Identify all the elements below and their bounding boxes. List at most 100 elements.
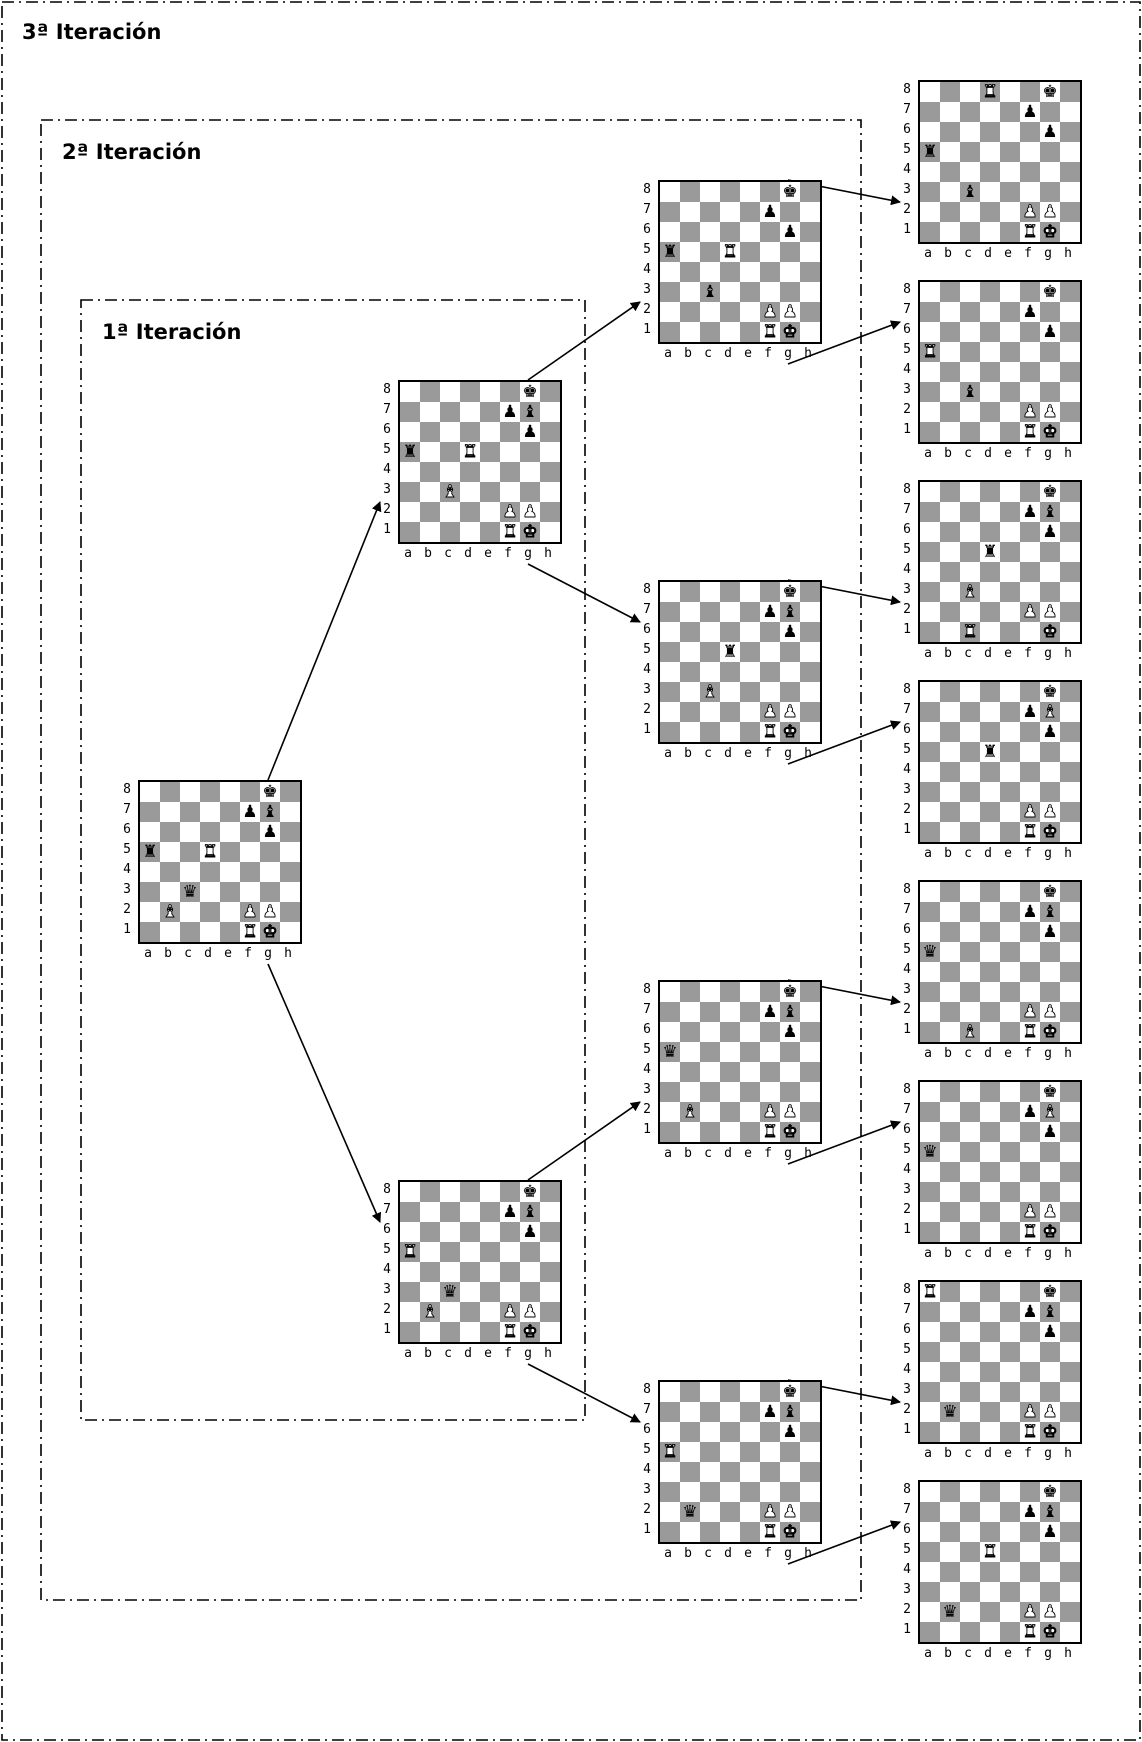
rank-label: 1 xyxy=(643,722,651,737)
chess-piece: ♜ xyxy=(402,442,418,462)
board-square xyxy=(760,1442,780,1462)
board-square xyxy=(920,1082,940,1102)
file-label: f xyxy=(1024,1646,1032,1661)
board-square xyxy=(700,662,720,682)
board-square xyxy=(1060,942,1080,962)
board-square xyxy=(460,422,480,442)
chess-piece: ♛ xyxy=(682,1502,698,1522)
board-square xyxy=(660,1042,680,1062)
board-square xyxy=(680,202,700,222)
board-square xyxy=(980,1162,1000,1182)
board-square xyxy=(1000,602,1020,622)
board-square xyxy=(920,162,940,182)
chess-piece: ♚ xyxy=(1042,682,1058,702)
board-square xyxy=(760,1422,780,1442)
board-square xyxy=(980,1362,1000,1382)
board-square xyxy=(940,782,960,802)
board-square xyxy=(1060,202,1080,222)
board-square xyxy=(1040,1142,1060,1162)
board-square xyxy=(1040,1502,1060,1522)
board-square xyxy=(680,1382,700,1402)
board-grid: ♚♟♝♟♜♛♟♟♜♚ xyxy=(658,1380,822,1544)
board-square xyxy=(720,1442,740,1462)
transition-arrow xyxy=(527,1101,641,1181)
board-square xyxy=(1040,182,1060,202)
board-square xyxy=(980,1622,1000,1642)
board-square xyxy=(960,122,980,142)
board-square xyxy=(1060,322,1080,342)
board-square xyxy=(1000,1582,1020,1602)
chess-piece: ♛ xyxy=(662,1042,678,1062)
board-square xyxy=(800,622,820,642)
board-square xyxy=(1040,502,1060,522)
board-square xyxy=(660,1082,680,1102)
board-square xyxy=(680,302,700,322)
board-square xyxy=(260,842,280,862)
chess-piece: ♚ xyxy=(1042,882,1058,902)
board-square xyxy=(740,1102,760,1122)
board-square xyxy=(180,902,200,922)
chess-piece: ♟ xyxy=(522,1222,538,1242)
rank-label: 4 xyxy=(903,1362,911,1377)
chess-piece: ♟ xyxy=(522,422,538,442)
board-square xyxy=(480,1322,500,1342)
rank-label: 5 xyxy=(903,342,911,357)
board-square xyxy=(980,402,1000,422)
board-square xyxy=(660,1482,680,1502)
board-square xyxy=(740,702,760,722)
board-square xyxy=(940,162,960,182)
board-square xyxy=(740,1082,760,1102)
board-square xyxy=(740,622,760,642)
board-square xyxy=(760,1042,780,1062)
board-square xyxy=(760,1082,780,1102)
file-label: d xyxy=(984,1646,992,1661)
board-square xyxy=(800,242,820,262)
board-square xyxy=(680,1022,700,1042)
rank-label: 2 xyxy=(643,702,651,717)
board-square xyxy=(920,1342,940,1362)
board-square xyxy=(680,622,700,642)
rank-label: 8 xyxy=(903,1282,911,1297)
board-square xyxy=(920,1622,940,1642)
board-square xyxy=(1000,522,1020,542)
board-square xyxy=(1060,502,1080,522)
board-square xyxy=(1000,1502,1020,1522)
board-square xyxy=(920,1302,940,1322)
chess-piece: ♚ xyxy=(522,522,538,543)
rank-label: 2 xyxy=(903,202,911,217)
board-square xyxy=(720,1122,740,1142)
rank-label: 3 xyxy=(643,682,651,697)
chess-piece: ♝ xyxy=(782,1002,798,1022)
board-square xyxy=(960,622,980,642)
board-square xyxy=(180,882,200,902)
board-square xyxy=(480,1202,500,1222)
board-grid: ♚♟♟♜♝♟♟♜♚ xyxy=(918,280,1082,444)
board-square xyxy=(960,1522,980,1542)
board-square xyxy=(920,742,940,762)
chess-piece: ♚ xyxy=(782,982,798,1002)
board-square xyxy=(980,182,1000,202)
board-square xyxy=(160,822,180,842)
board-square xyxy=(1060,122,1080,142)
board-square xyxy=(720,1022,740,1042)
chess-piece: ♟ xyxy=(762,702,778,723)
board-square xyxy=(200,802,220,822)
board-square xyxy=(980,702,1000,722)
board-square xyxy=(240,822,260,842)
rank-label: 2 xyxy=(123,902,131,917)
rank-label: 1 xyxy=(903,422,911,437)
board-square xyxy=(980,162,1000,182)
board-square xyxy=(260,922,280,942)
board-square xyxy=(920,322,940,342)
board-square xyxy=(1060,402,1080,422)
board-square xyxy=(140,922,160,942)
file-label: e xyxy=(1004,246,1012,261)
board-square xyxy=(780,1402,800,1422)
rank-label: 6 xyxy=(903,1522,911,1537)
board-square xyxy=(740,602,760,622)
board-square xyxy=(540,1262,560,1282)
board-square xyxy=(940,822,960,842)
chess-piece: ♝ xyxy=(702,682,718,703)
